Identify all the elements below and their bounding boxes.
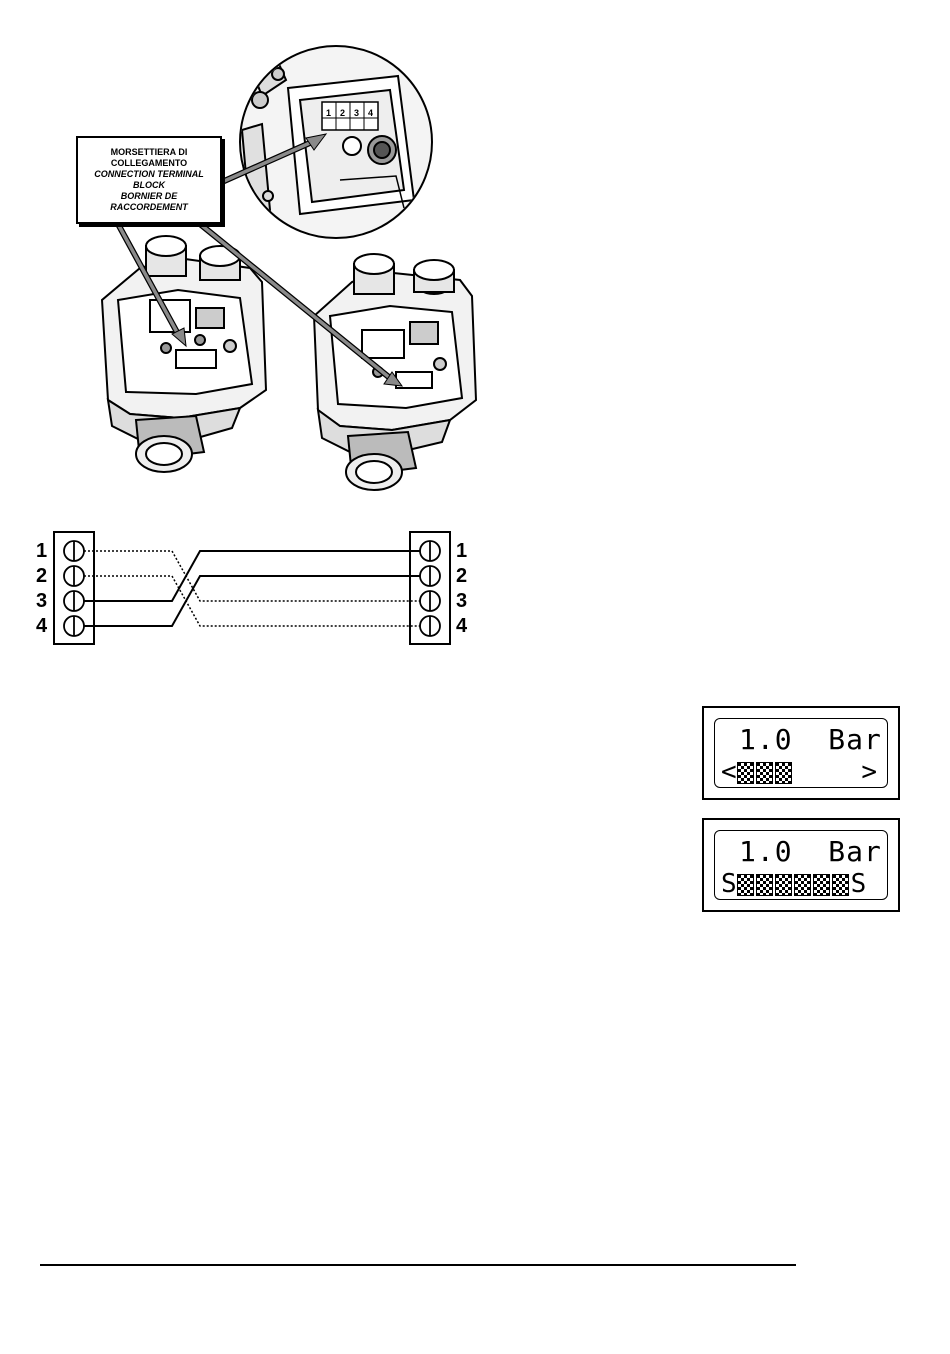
lcd-screen: 1.0 Bar < >: [714, 718, 888, 788]
zoom-terminal-label: 1: [326, 108, 331, 118]
terminal-block-callout: MORSETTIERA DI COLLEGAMENTO CONNECTION T…: [76, 136, 222, 224]
lcd-block-glyph: [737, 762, 754, 784]
callout-french-line2: RACCORDEMENT: [110, 202, 188, 213]
lcd-block-glyph: [737, 874, 754, 896]
lcd-progress-row: < >: [721, 757, 881, 787]
lcd-block-glyph: [756, 762, 773, 784]
lcd-block-glyph: [794, 874, 811, 896]
left-terminal-number: 1: [36, 541, 47, 561]
zoom-terminal-label: 3: [354, 108, 359, 118]
right-terminal-number: 2: [456, 566, 467, 586]
pump-right: [314, 254, 476, 490]
right-terminal-number: 3: [456, 591, 467, 611]
left-terminal-number: 2: [36, 566, 47, 586]
lcd-block-glyph: [775, 874, 792, 896]
lcd-block-glyph: [756, 874, 773, 896]
lcd-right-glyph: S: [851, 869, 867, 899]
wiring-diagram: [54, 532, 450, 644]
lcd-pressure-readout: 1.0 Bar: [739, 725, 882, 755]
left-terminal-number: 4: [36, 616, 47, 636]
lcd-block-glyph: [832, 874, 849, 896]
lcd-block-glyph: [813, 874, 830, 896]
zoom-terminal-label: 4: [368, 108, 373, 118]
callout-french-line1: BORNIER DE: [121, 191, 178, 202]
callout-italian-line2: COLLEGAMENTO: [111, 158, 187, 169]
wires: [84, 551, 420, 626]
zoom-terminal-label: 2: [340, 108, 345, 118]
callout-english-line1: CONNECTION TERMINAL: [94, 169, 204, 180]
footer-divider: [40, 1264, 796, 1266]
lcd-left-glyph: S: [721, 869, 737, 899]
callout-english-line2: BLOCK: [133, 180, 165, 191]
callout-italian-line1: MORSETTIERA DI: [111, 147, 188, 158]
lcd-right-arrow-glyph: >: [861, 757, 877, 787]
pump-left: [102, 236, 266, 472]
lcd-pressure-readout: 1.0 Bar: [739, 837, 882, 867]
terminal-screws: [64, 541, 440, 636]
lcd-block-glyph: [775, 762, 792, 784]
right-terminal-number: 4: [456, 616, 467, 636]
lcd-left-arrow-glyph: <: [721, 757, 737, 787]
zoom-circle: 1 2 3 4: [240, 46, 432, 238]
left-terminal-number: 3: [36, 591, 47, 611]
right-terminal-number: 1: [456, 541, 467, 561]
lcd-display-slave-search: 1.0 Bar < >: [702, 706, 900, 800]
